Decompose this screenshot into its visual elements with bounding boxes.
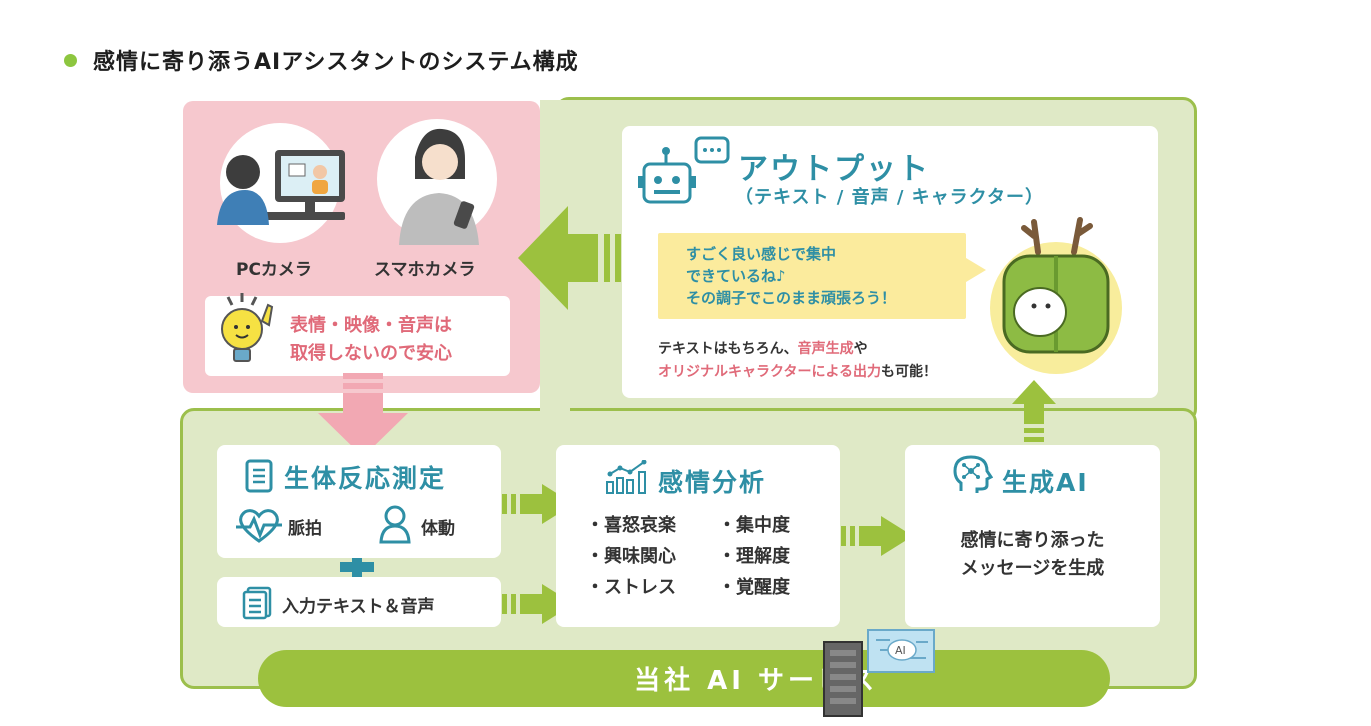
text-document-icon bbox=[242, 586, 272, 624]
service-bar bbox=[258, 650, 1110, 707]
pc-camera-label: PCカメラ bbox=[236, 260, 312, 280]
phone-camera-illustration bbox=[377, 117, 502, 251]
bullet-dot bbox=[64, 53, 77, 67]
robot-chat-icon bbox=[636, 136, 736, 214]
arrow-emotion-to-ai bbox=[841, 516, 913, 560]
emotion-item: ・喜怒哀楽 bbox=[586, 515, 676, 536]
page-title: 感情に寄り添うAIアシスタントのシステム構成 bbox=[64, 44, 579, 76]
bio-measurement-title: 生体反応測定 bbox=[284, 464, 447, 493]
heart-pulse-icon bbox=[236, 507, 282, 549]
privacy-notice-text: 表情・映像・音声は 取得しないので安心 bbox=[290, 315, 452, 364]
arrow-output-to-input bbox=[518, 206, 628, 314]
emotion-analysis-card bbox=[556, 445, 840, 627]
emotion-item: ・集中度 bbox=[718, 515, 790, 536]
motion-label: 体動 bbox=[421, 519, 455, 539]
pc-camera-illustration bbox=[205, 120, 355, 249]
page-title-text: 感情に寄り添うAIアシスタントのシステム構成 bbox=[93, 50, 579, 75]
input-text-label: 入力テキスト＆音声 bbox=[282, 597, 435, 617]
plus-icon bbox=[340, 550, 374, 588]
ai-head-icon bbox=[953, 455, 994, 499]
arrow-input-to-emotion bbox=[502, 584, 574, 628]
generative-ai-title: 生成AI bbox=[1002, 468, 1089, 497]
bar-chart-icon bbox=[606, 459, 650, 498]
arrow-bio-to-emotion bbox=[502, 484, 574, 528]
generative-ai-card bbox=[905, 445, 1160, 627]
emotion-item: ・興味関心 bbox=[586, 546, 676, 567]
server-ai-tag: AI bbox=[895, 644, 906, 657]
speech-bubble-tail bbox=[966, 258, 986, 282]
server-icon: AI bbox=[820, 628, 938, 722]
emotion-item: ・理解度 bbox=[718, 546, 790, 567]
speech-bubble bbox=[658, 233, 966, 319]
speech-bubble-text: すごく良い感じで集中 できているね♪ その調子でこのまま頑張ろう！ bbox=[686, 245, 897, 307]
emotion-item: ・ストレス bbox=[586, 577, 676, 598]
emotion-item: ・覚醒度 bbox=[718, 577, 790, 598]
emotion-analysis-title: 感情分析 bbox=[658, 468, 767, 497]
emotion-list-right: ・集中度 ・理解度 ・覚醒度 bbox=[718, 510, 790, 603]
output-note: テキストはもちろん、音声生成や オリジナルキャラクターによる出力も可能！ bbox=[658, 341, 938, 380]
arrow-ai-to-output bbox=[1012, 380, 1056, 448]
person-icon bbox=[378, 504, 412, 548]
emotion-list-left: ・喜怒哀楽 ・興味関心 ・ストレス bbox=[586, 510, 676, 603]
output-subtitle: （テキスト / 音声 / キャラクター） bbox=[735, 187, 1044, 208]
service-label: 当社 AI サービス bbox=[634, 666, 878, 696]
lightbulb-icon bbox=[214, 291, 284, 375]
arrow-input-to-bio bbox=[318, 373, 408, 461]
output-title: アウトプット bbox=[738, 152, 930, 187]
generative-ai-desc: 感情に寄り添った メッセージを生成 bbox=[960, 530, 1105, 579]
document-icon bbox=[245, 459, 273, 497]
pulse-label: 脈拍 bbox=[288, 519, 322, 539]
mascot-character bbox=[990, 212, 1125, 391]
phone-camera-label: スマホカメラ bbox=[374, 260, 476, 280]
